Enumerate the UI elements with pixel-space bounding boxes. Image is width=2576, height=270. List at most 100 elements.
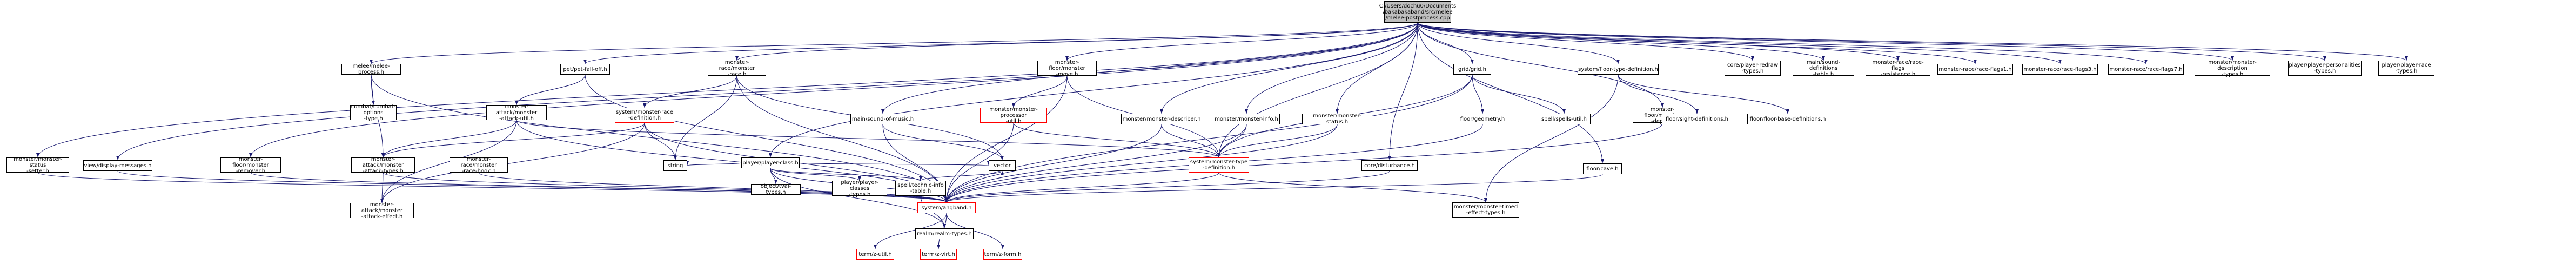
node-race-flags7[interactable]: monster-race/race-flags7.h bbox=[2108, 64, 2184, 75]
edge-floor-type-definition-to-floor-base-definitions bbox=[1618, 74, 1789, 114]
edge-root-to-floor-cave bbox=[1417, 22, 1604, 164]
edge-monster-race-definition-to-string bbox=[644, 122, 677, 161]
node-player-redraw-types[interactable]: core/player-redraw -types.h bbox=[1725, 61, 1781, 76]
node-player-race-types[interactable]: player/player-race -types.h bbox=[2378, 61, 2434, 76]
edge-monster-status-to-angband bbox=[945, 124, 1338, 203]
edge-grid-to-spells-util bbox=[1472, 74, 1566, 114]
edge-root-to-player-race-types bbox=[1417, 22, 2408, 61]
node-monster-processor-util[interactable]: monster/monster-processor -util.h bbox=[980, 107, 1047, 124]
node-spell-class-info[interactable]: spell/technic-info -table.h bbox=[895, 181, 946, 196]
node-race-flags-resistance[interactable]: monster-race/race-flags -resistance.h bbox=[1866, 60, 1930, 77]
node-angband[interactable]: system/angband.h bbox=[917, 202, 976, 213]
node-disturbance[interactable]: core/disturbance.h bbox=[1361, 160, 1418, 171]
edge-grid-to-angband bbox=[945, 74, 1473, 203]
edge-pet-fall-off-to-monster-attack-util bbox=[515, 74, 586, 106]
node-player-class[interactable]: player/player-class.h bbox=[741, 157, 800, 168]
edge-root-to-monster-floor-move bbox=[1065, 22, 1418, 61]
node-realm-types[interactable]: realm/realm-types.h bbox=[915, 228, 974, 239]
edge-monster-type-definition-to-monster-timed-effect-types bbox=[1218, 172, 1487, 203]
node-race-hook[interactable]: monster-race/monster -race-hook.h bbox=[450, 156, 508, 174]
node-monster-race-definition[interactable]: system/monster-race -definition.h bbox=[615, 108, 674, 123]
node-monster-attack-util[interactable]: monster-attack/monster -attack-util.h bbox=[486, 104, 547, 122]
edge-root-to-monster-describer bbox=[1160, 22, 1418, 114]
edge-display-messages-to-angband bbox=[117, 170, 948, 203]
node-monster-attack-types[interactable]: monster-attack/monster -attack-types.h bbox=[351, 156, 415, 174]
edge-root-to-race-flags1 bbox=[1417, 22, 1977, 64]
node-floor-geometry[interactable]: floor/geometry.h bbox=[1458, 114, 1507, 124]
node-floor-cave[interactable]: floor/cave.h bbox=[1583, 163, 1622, 174]
edge-monster-describer-to-angband bbox=[945, 124, 1162, 203]
node-player-classes-types[interactable]: player/player-classes -types.h bbox=[832, 180, 887, 197]
node-floor-type-definition[interactable]: system/floor-type-definition.h bbox=[1578, 64, 1659, 75]
node-monster-attack-effect[interactable]: monster-attack/monster -attack-effect.h bbox=[350, 202, 414, 220]
edge-root-to-display-messages bbox=[116, 22, 1418, 161]
edge-player-class-to-player-classes-types bbox=[770, 168, 861, 181]
node-vector[interactable]: vector bbox=[989, 160, 1016, 171]
edge-root-to-race-flags7 bbox=[1417, 22, 2148, 64]
node-display-messages[interactable]: view/display-messages.h bbox=[83, 160, 152, 171]
edge-monster-type-definition-to-angband bbox=[945, 172, 1219, 203]
edge-root-to-melee-process bbox=[370, 22, 1418, 64]
node-object-flavor[interactable]: object/tval-types.h bbox=[751, 183, 801, 195]
node-monster-status[interactable]: monster/monster-status.h bbox=[1302, 113, 1372, 125]
node-monster-info[interactable]: monster/monster-info.h bbox=[1213, 114, 1280, 124]
node-monster-floor-move[interactable]: monster-floor/monster -move.h bbox=[1037, 60, 1097, 77]
node-h-form[interactable]: term/z-form.h bbox=[983, 249, 1022, 260]
edge-monster-attack-util-to-monster-attack-effect bbox=[380, 120, 517, 203]
node-combat-options[interactable]: combat/combat-options -type.h bbox=[350, 103, 397, 122]
edge-monster-floor-depth-to-angband bbox=[945, 122, 1663, 203]
edge-grid-to-floor-geometry bbox=[1472, 74, 1484, 114]
node-string[interactable]: string bbox=[663, 160, 687, 171]
edge-root-to-player-class bbox=[769, 22, 1418, 158]
node-sound-definitions-table[interactable]: main/sound-definitions -table.h bbox=[1793, 60, 1854, 77]
edge-root-to-race-flags3 bbox=[1417, 22, 2062, 64]
node-monster-status-setter[interactable]: monster/monster-status -setter.h bbox=[6, 156, 69, 174]
edge-pet-fall-off-to-angband bbox=[585, 74, 948, 203]
node-floor-base-definitions[interactable]: floor/floor-base-definitions.h bbox=[1747, 114, 1828, 124]
edge-monster-attack-util-to-monster-type-definition bbox=[516, 120, 1220, 158]
edge-root-to-sound-of-music bbox=[881, 22, 1418, 114]
edge-root-to-monster-info bbox=[1245, 22, 1418, 114]
node-spells-util[interactable]: spell/spells-util.h bbox=[1538, 114, 1591, 124]
edge-sound-of-music-to-vector bbox=[882, 124, 1004, 161]
node-h-util[interactable]: term/z-util.h bbox=[856, 249, 894, 260]
edge-monster-attack-types-to-monster-attack-effect bbox=[380, 172, 384, 203]
node-monster-timed-effect-types[interactable]: monster/monster-timed -effect-types.h bbox=[1452, 202, 1519, 218]
node-monster-remover[interactable]: monster-floor/monster -remover.h bbox=[220, 156, 281, 174]
node-monster-describer[interactable]: monster/monster-describer.h bbox=[1121, 114, 1202, 124]
edge-monster-race-to-string bbox=[674, 75, 737, 161]
edge-root-to-monster-description-types bbox=[1417, 22, 2234, 61]
edge-monster-status-to-monster-type-definition bbox=[1217, 124, 1338, 158]
node-h-virt[interactable]: term/z-virt.h bbox=[920, 249, 957, 260]
edge-floor-cave-to-angband bbox=[945, 174, 1603, 203]
edge-angband-to-h-form bbox=[946, 213, 1004, 249]
edge-monster-race-to-angband bbox=[736, 75, 948, 203]
node-melee-process[interactable]: melee/melee-process.h bbox=[341, 63, 401, 75]
node-race-flags1[interactable]: monster-race/race-flags1.h bbox=[1937, 64, 2013, 75]
node-grid[interactable]: grid/grid.h bbox=[1453, 64, 1491, 75]
edge-monster-race-definition-to-monster-attack-effect bbox=[380, 122, 645, 203]
node-player-personalities-types[interactable]: player/player-personalities -types.h bbox=[2288, 61, 2362, 76]
edge-race-hook-to-angband bbox=[478, 172, 948, 203]
edge-floor-type-definition-to-sight-definitions bbox=[1618, 74, 1699, 114]
node-monster-description-types[interactable]: monster/monster-description -types.h bbox=[2195, 60, 2270, 77]
edge-disturbance-to-angband bbox=[945, 170, 1390, 203]
node-monster-type-definition[interactable]: system/monster-type -definition.h bbox=[1189, 157, 1249, 173]
edge-monster-race-definition-to-monster-attack-types bbox=[381, 122, 645, 158]
node-race-flags3[interactable]: monster-race/race-flags3.h bbox=[2022, 64, 2098, 75]
node-root: C:/Users/dochu0/Documents /bakabakaband/… bbox=[1379, 1, 1456, 23]
node-sight-definitions[interactable]: floor/sight-definitions.h bbox=[1662, 114, 1732, 124]
edge-monster-floor-move-to-monster-processor-util bbox=[1012, 75, 1068, 108]
edge-monster-status-setter-to-angband bbox=[37, 172, 948, 203]
edge-root-to-player-personalities-types bbox=[1417, 22, 2326, 61]
edge-angband-to-h-util bbox=[874, 213, 947, 249]
edge-monster-info-to-angband bbox=[945, 124, 1247, 203]
edge-player-class-to-spell-class-info bbox=[770, 168, 922, 181]
node-sound-of-music[interactable]: main/sound-of-music.h bbox=[850, 114, 915, 124]
node-pet-fall-off[interactable]: pet/pet-fall-off.h bbox=[560, 64, 610, 75]
node-monster-race[interactable]: monster-race/monster -race.h bbox=[708, 60, 766, 77]
edge-monster-race-to-monster-race-definition bbox=[643, 75, 737, 108]
edge-root-to-monster-status bbox=[1336, 22, 1418, 114]
edge-root-to-monster-remover bbox=[249, 22, 1418, 158]
